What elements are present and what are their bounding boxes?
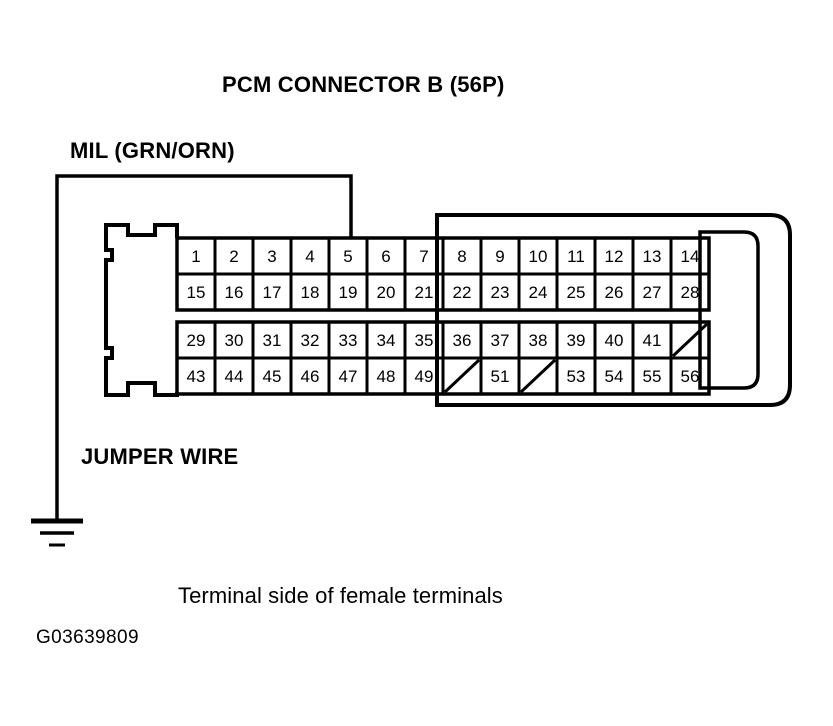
- figure-image-code: G03639809: [36, 627, 139, 648]
- pin-grid-lower-collines: [213, 322, 673, 394]
- pin-grid-upper-collines: [213, 238, 673, 310]
- pin-number-22: 22: [452, 283, 472, 302]
- pin-number-55: 55: [642, 367, 662, 386]
- pin-number-31: 31: [262, 331, 282, 350]
- pin-number-36: 36: [452, 331, 472, 350]
- blank-cell-slash-row4-col8: [443, 358, 481, 394]
- pin-number-14: 14: [680, 247, 700, 266]
- pin-number-51: 51: [490, 367, 510, 386]
- pin-number-53: 53: [566, 367, 586, 386]
- pin-number-49: 49: [414, 367, 434, 386]
- pin-number-4: 4: [305, 247, 315, 266]
- pin-number-6: 6: [381, 247, 391, 266]
- pin-number-44: 44: [224, 367, 244, 386]
- pin-number-20: 20: [376, 283, 396, 302]
- pin-number-8: 8: [457, 247, 467, 266]
- pin-number-24: 24: [528, 283, 548, 302]
- pin-number-1: 1: [191, 247, 201, 266]
- pin-number-25: 25: [566, 283, 586, 302]
- connector-outer-shell: [435, 213, 792, 407]
- blank-cell-slash-row3-col14: [671, 322, 709, 358]
- pin-number-9: 9: [495, 247, 505, 266]
- pin-number-54: 54: [604, 367, 624, 386]
- pin-number-41: 41: [642, 331, 662, 350]
- pin-number-10: 10: [528, 247, 548, 266]
- connector-left-body: [104, 223, 179, 397]
- pin-number-16: 16: [224, 283, 244, 302]
- pin-number-43: 43: [186, 367, 206, 386]
- pin-number-26: 26: [604, 283, 624, 302]
- pin-number-48: 48: [376, 367, 396, 386]
- pin-number-35: 35: [414, 331, 434, 350]
- pin-number-34: 34: [376, 331, 396, 350]
- pin-number-15: 15: [186, 283, 206, 302]
- pin-number-28: 28: [680, 283, 700, 302]
- pin-number-47: 47: [338, 367, 358, 386]
- pin-number-11: 11: [567, 247, 585, 266]
- pin-number-17: 17: [262, 283, 282, 302]
- mil-wire-label: MIL (GRN/ORN): [70, 138, 235, 163]
- pin-number-2: 2: [229, 247, 239, 266]
- pin-number-37: 37: [490, 331, 510, 350]
- blank-cell-slash-row4-col10: [519, 358, 557, 394]
- pin-number-5: 5: [343, 247, 353, 266]
- pin-number-46: 46: [300, 367, 320, 386]
- pin-number-23: 23: [490, 283, 510, 302]
- figure-caption: Terminal side of female terminals: [178, 583, 503, 608]
- pin-number-12: 12: [604, 247, 624, 266]
- pin-number-29: 29: [186, 331, 206, 350]
- figure-title: PCM CONNECTOR B (56P): [222, 72, 505, 97]
- pin-number-30: 30: [224, 331, 244, 350]
- pin-number-27: 27: [642, 283, 662, 302]
- ground-symbol: [31, 518, 83, 547]
- pin-number-32: 32: [300, 331, 320, 350]
- jumper-wire-label: JUMPER WIRE: [81, 444, 239, 469]
- connector-inner-rib: [698, 230, 760, 390]
- pin-number-19: 19: [338, 283, 358, 302]
- pin-number-38: 38: [528, 331, 548, 350]
- jumper-wire-path: [55, 174, 353, 520]
- pin-number-39: 39: [566, 331, 586, 350]
- pin-number-21: 21: [414, 283, 434, 302]
- pin-number-45: 45: [262, 367, 282, 386]
- pin-number-56: 56: [680, 367, 700, 386]
- pin-number-33: 33: [338, 331, 358, 350]
- pin-number-18: 18: [300, 283, 320, 302]
- pin-number-3: 3: [267, 247, 277, 266]
- pin-number-7: 7: [419, 247, 429, 266]
- pin-number-13: 13: [642, 247, 662, 266]
- pin-number-40: 40: [604, 331, 624, 350]
